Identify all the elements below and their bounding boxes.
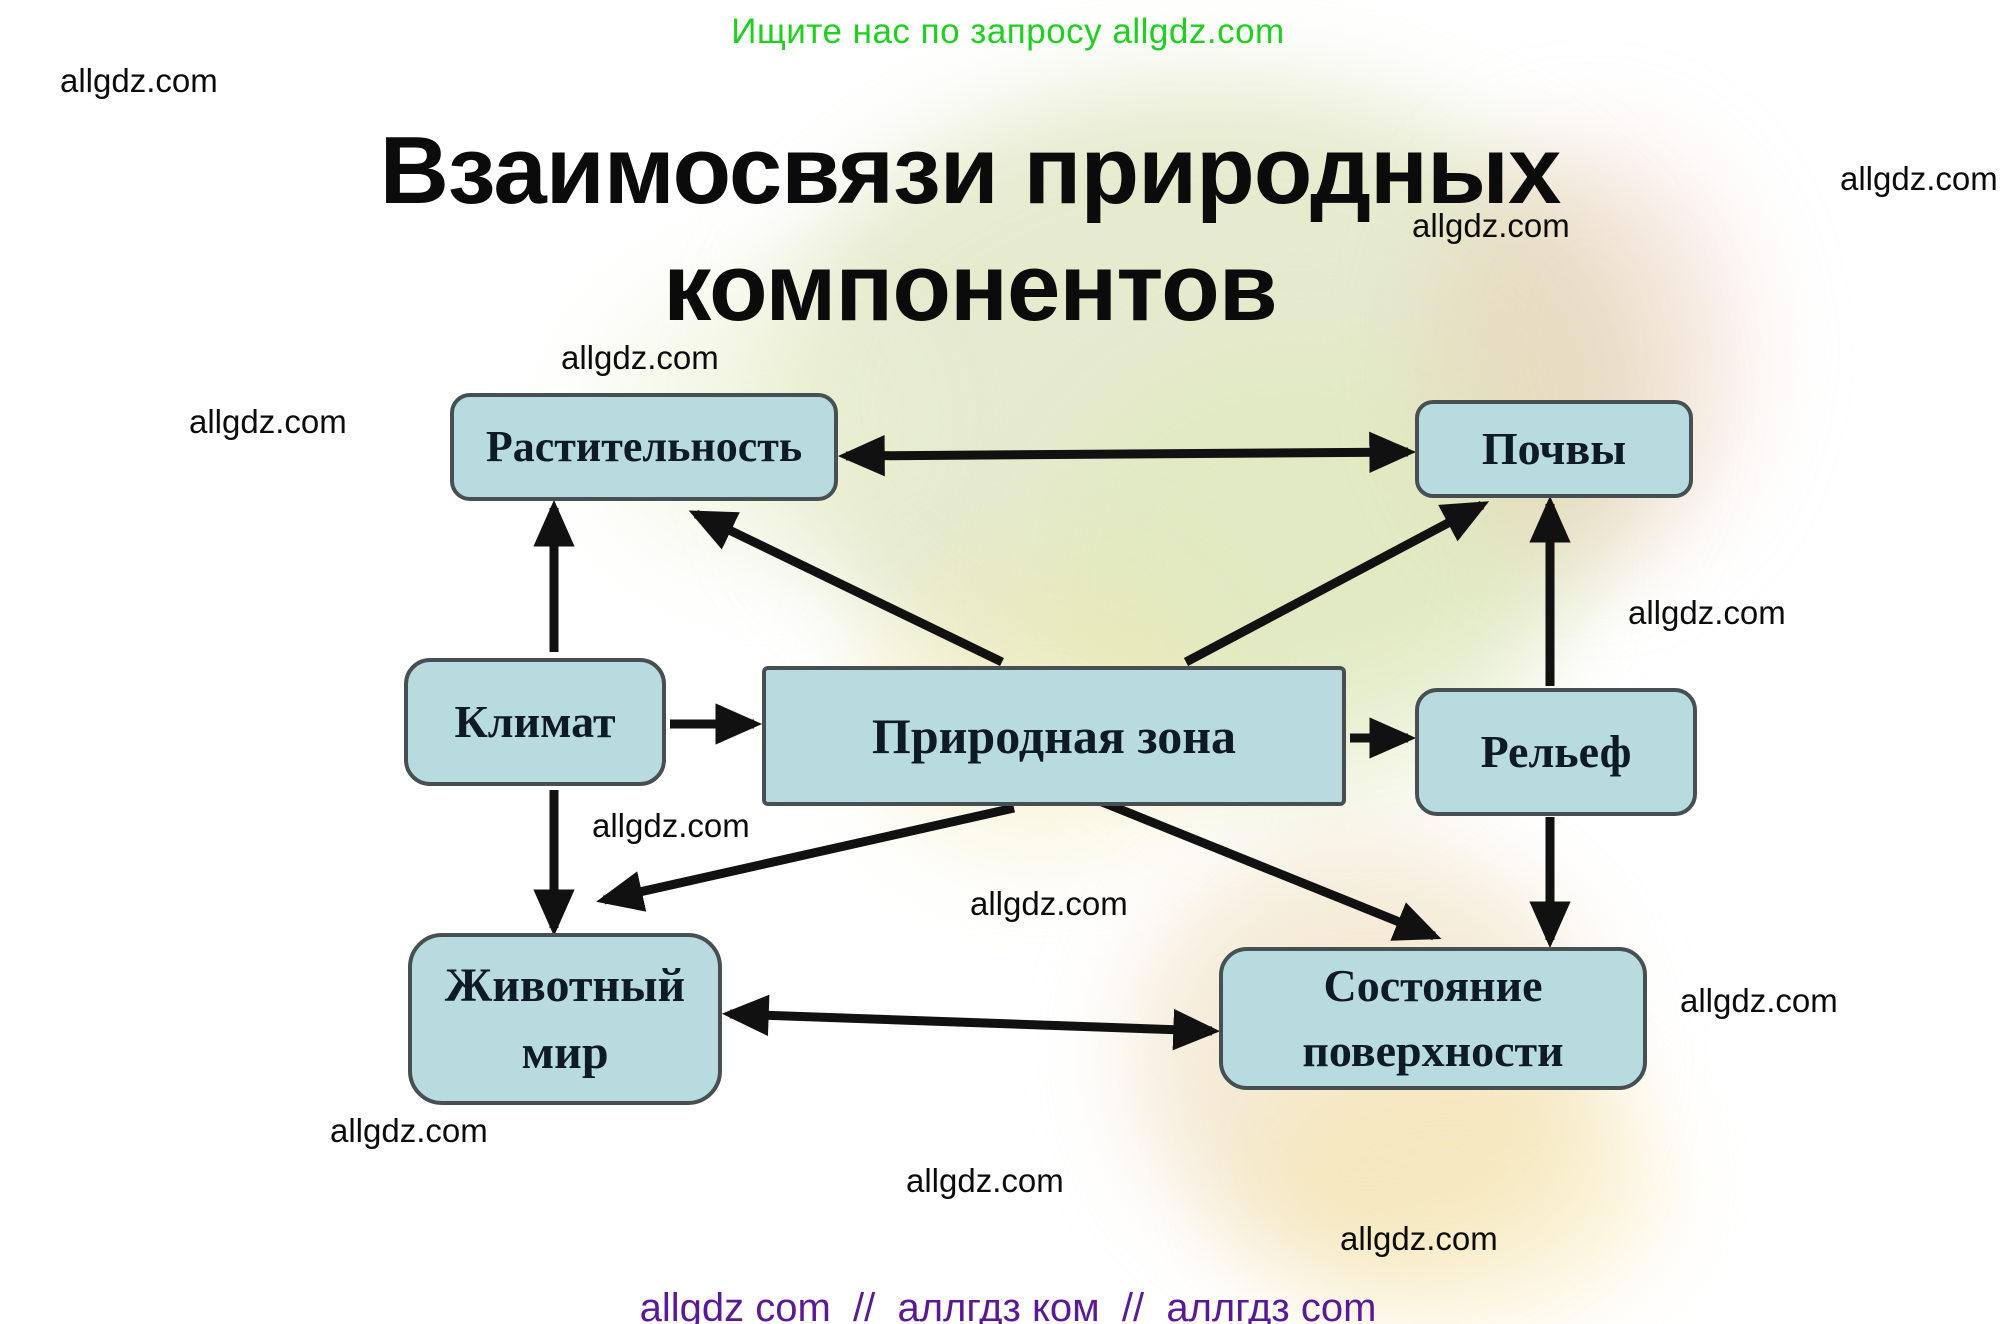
node-surface-condition: Состояние поверхности — [1219, 947, 1647, 1090]
watermark: allgdz.com — [330, 1112, 488, 1149]
arrow-natural_zone-soils — [1183, 501, 1490, 666]
watermark: allgdz.com — [1628, 594, 1786, 631]
watermark: allgdz.com — [970, 885, 1128, 922]
node-climate: Климат — [404, 658, 666, 786]
watermark: allgdz.com — [561, 339, 719, 376]
node-vegetation: Растительность — [450, 393, 838, 501]
arrow-natural_zone-vegetation — [688, 509, 1004, 667]
node-natural-zone: Природная зона — [762, 666, 1346, 806]
arrow-natural_zone-fauna — [596, 803, 1015, 912]
arrow-fauna-surface — [721, 994, 1221, 1051]
watermark: allgdz.com — [1840, 160, 1998, 197]
arrow-vegetation-soils — [837, 431, 1417, 477]
watermark: allgdz.com — [592, 807, 750, 844]
page-title-line1: Взаимосвязи природных — [379, 117, 1562, 224]
watermark: allgdz.com — [1340, 1220, 1498, 1257]
arrow-natural_zone-surface — [1100, 797, 1442, 941]
footer-domains: allgdz com // аллгдз ком // аллгдз com — [639, 1286, 1377, 1324]
watermark: allgdz.com — [1680, 982, 1838, 1019]
watermark: allgdz.com — [189, 403, 347, 440]
node-soils: Почвы — [1415, 400, 1693, 498]
promo-banner: Ищите нас по запросу allgdz.com — [731, 12, 1285, 51]
page-title-line2: компонентов — [663, 234, 1278, 342]
node-animal-world: Животный мир — [408, 933, 722, 1105]
watermark: allgdz.com — [60, 62, 218, 99]
watermark: allgdz.com — [906, 1162, 1064, 1199]
watermark: allgdz.com — [1412, 207, 1570, 244]
node-relief: Рельеф — [1415, 688, 1697, 816]
page-title: Взаимосвязи природных компонентов — [0, 112, 1940, 346]
